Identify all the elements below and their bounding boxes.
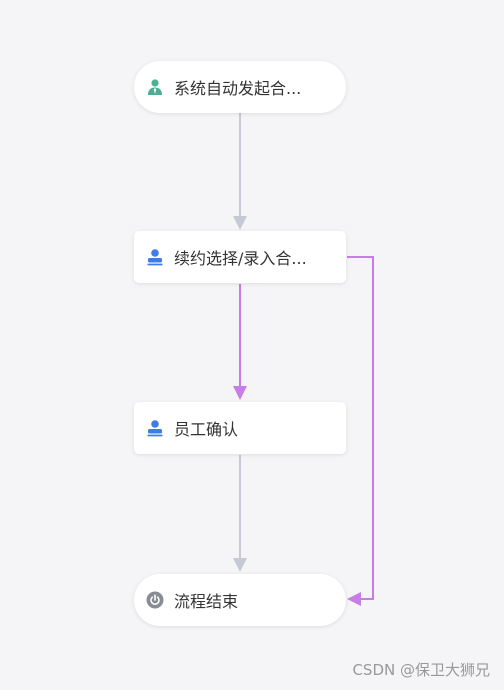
node-end-label: 流程结束 [174, 592, 239, 611]
node-renew[interactable]: 续约选择/录入合... [134, 231, 346, 283]
person-icon [146, 248, 164, 266]
node-start[interactable]: 系统自动发起合... [134, 61, 346, 113]
edge-renew-to-end [347, 256, 374, 606]
person-icon [146, 419, 164, 437]
edge-renew-to-confirm [233, 284, 247, 400]
edge-confirm-to-end [233, 455, 247, 572]
node-confirm[interactable]: 员工确认 [134, 402, 346, 454]
person-icon [146, 78, 164, 96]
node-start-label: 系统自动发起合... [174, 79, 302, 98]
node-end[interactable]: 流程结束 [134, 574, 346, 626]
node-renew-label: 续约选择/录入合... [174, 249, 307, 268]
power-icon [146, 591, 164, 609]
node-confirm-label: 员工确认 [174, 420, 239, 439]
edge-start-to-renew [233, 113, 247, 230]
watermark: CSDN @保卫大狮兄 [352, 661, 490, 679]
